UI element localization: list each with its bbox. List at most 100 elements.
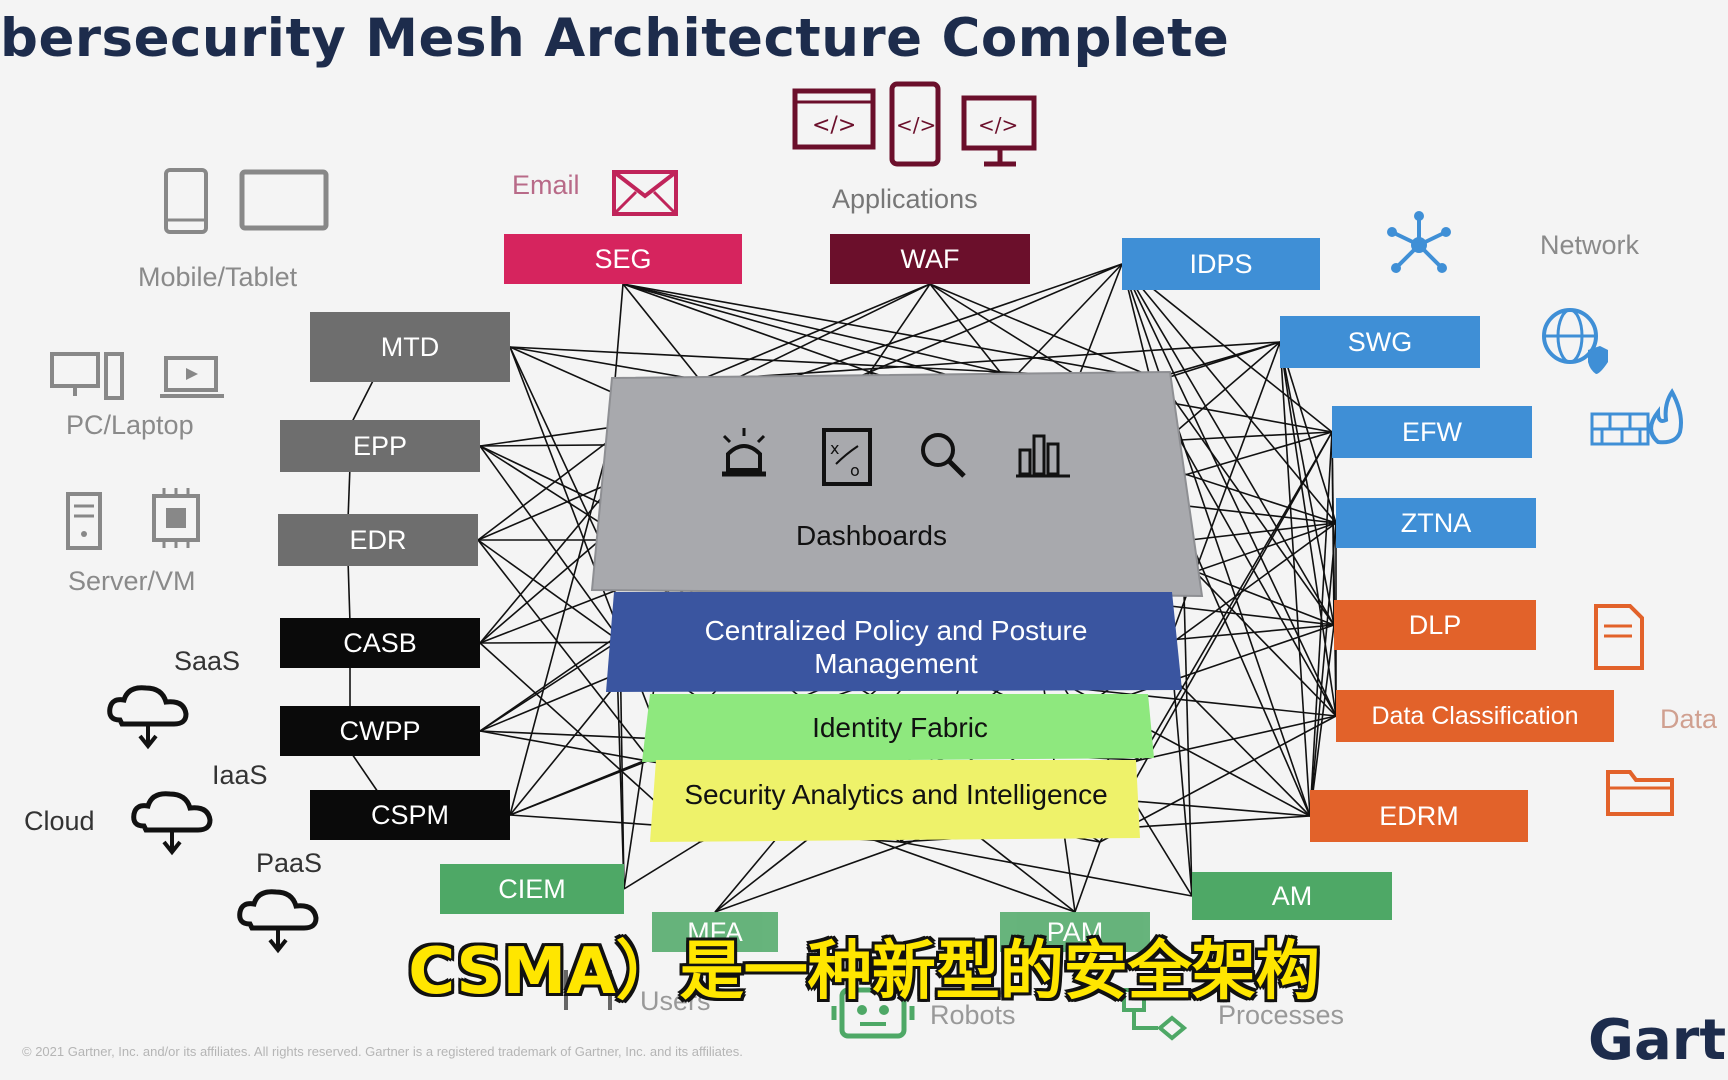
connection-line <box>699 341 1281 381</box>
laptop-icon <box>160 356 224 398</box>
connection-line <box>1279 341 1311 817</box>
gartner-logo: Gartr <box>1588 1008 1728 1073</box>
email-icon <box>612 170 678 216</box>
connection-line <box>509 346 601 541</box>
connection-line <box>869 263 1123 373</box>
folder-icon <box>1606 770 1674 816</box>
network-hub-icon <box>1387 211 1451 273</box>
bar-chart-icon <box>1016 434 1070 478</box>
connection-line <box>1309 624 1335 817</box>
connection-line <box>1121 263 1333 433</box>
laptop-screen-icon <box>239 169 329 231</box>
data-label: Data <box>1660 704 1718 734</box>
svg-text:o: o <box>850 461 860 480</box>
policy-layer: Centralized Policy and Posture Managemen… <box>704 615 1088 679</box>
right-box-data-classification: Data Classification <box>1336 690 1614 742</box>
connection-line <box>1279 341 1337 717</box>
mobile-app-icon: </> <box>889 81 941 167</box>
email-label: Email <box>512 170 580 200</box>
connection-line <box>1159 379 1335 626</box>
connection-line <box>899 841 1193 897</box>
svg-text:x: x <box>830 439 839 458</box>
connection-line <box>1121 263 1335 626</box>
left-box-edr: EDR <box>278 514 478 566</box>
connection-line <box>1121 263 1311 817</box>
pc-laptop-label: PC/Laptop <box>66 410 194 440</box>
connection-line <box>479 445 621 641</box>
tablet-icon <box>164 168 208 234</box>
pc-icon <box>50 352 124 400</box>
server-vm-label: Server/VM <box>68 566 196 596</box>
firewall-icon <box>1590 388 1683 446</box>
alarm-icon <box>722 428 766 477</box>
connection-line <box>477 439 611 541</box>
processes-label: Processes <box>1218 1000 1345 1030</box>
right-box-efw: EFW <box>1332 406 1532 458</box>
document-icon <box>1594 604 1644 670</box>
connection-line <box>479 539 601 644</box>
connection-line <box>347 465 351 521</box>
copyright-footer: © 2021 Gartner, Inc. and/or its affiliat… <box>22 1044 743 1059</box>
iaas-cloud-icon <box>131 791 213 856</box>
connection-line <box>1099 431 1333 843</box>
svg-text:</>: </> <box>896 113 936 137</box>
waf-box: WAF <box>830 234 1030 284</box>
saas-label: SaaS <box>174 646 241 676</box>
right-box-ztna: ZTNA <box>1336 498 1536 548</box>
paas-cloud-icon <box>237 889 319 954</box>
mobile-tablet-label: Mobile/Tablet <box>138 262 298 292</box>
robot-icon <box>831 987 915 1039</box>
magnifier-icon <box>921 433 966 478</box>
users-icon <box>564 970 612 1010</box>
server-icon <box>66 492 102 550</box>
web-app-icon: </> <box>792 88 876 150</box>
connection-line <box>1179 439 1337 717</box>
connection-line <box>622 283 1161 381</box>
dashboards-label: Dashboards <box>796 520 947 551</box>
bottom-box-am: AM <box>1192 872 1392 920</box>
connection-line <box>1279 341 1335 626</box>
connection-line <box>869 283 931 373</box>
saas-cloud-icon <box>107 685 189 750</box>
connection-line <box>1169 624 1335 641</box>
left-box-cspm: CSPM <box>310 790 510 840</box>
right-box-swg: SWG <box>1280 316 1480 368</box>
svg-text:</>: </> <box>978 113 1018 137</box>
connection-line <box>929 283 1161 381</box>
process-icon <box>1122 988 1188 1041</box>
connection-line <box>509 759 651 816</box>
page-title: bersecurity Mesh Architecture Complete <box>0 8 1230 69</box>
bottom-box-pam: PAM <box>1000 912 1150 952</box>
left-box-casb: CASB <box>280 618 480 668</box>
chip-icon <box>152 488 200 548</box>
connection-line <box>509 439 611 816</box>
connection-line <box>1279 341 1337 524</box>
svg-text:</>: </> <box>812 113 856 138</box>
connection-line <box>1309 431 1333 817</box>
connection-line <box>622 283 1001 373</box>
connection-line <box>622 283 871 373</box>
connection-line <box>623 841 701 890</box>
identity-layer: Identity Fabric <box>812 711 988 743</box>
desktop-app-icon: </> <box>961 95 1037 167</box>
paas-label: PaaS <box>256 848 323 878</box>
right-box-edrm: EDRM <box>1310 790 1528 842</box>
subtitle-caption: CSMA）是一种新型的安全架构 <box>408 935 1320 1009</box>
globe-shield-icon <box>1542 308 1608 374</box>
connection-line <box>1121 263 1337 717</box>
users-label: Users <box>640 986 711 1016</box>
bottom-box-mfa: MFA <box>652 912 778 952</box>
robots-label: Robots <box>930 1000 1016 1030</box>
connection-line <box>479 639 621 732</box>
connection-line <box>349 750 381 796</box>
applications-label: Applications <box>832 184 978 214</box>
network-label: Network <box>1540 230 1640 260</box>
connection-line <box>1099 715 1337 843</box>
connection-line <box>1189 539 1311 817</box>
connection-line <box>929 283 1001 373</box>
analytics-layer: Security Analytics and Intelligence <box>684 778 1108 810</box>
right-box-dlp: DLP <box>1334 600 1536 650</box>
right-box-idps: IDPS <box>1122 238 1320 290</box>
